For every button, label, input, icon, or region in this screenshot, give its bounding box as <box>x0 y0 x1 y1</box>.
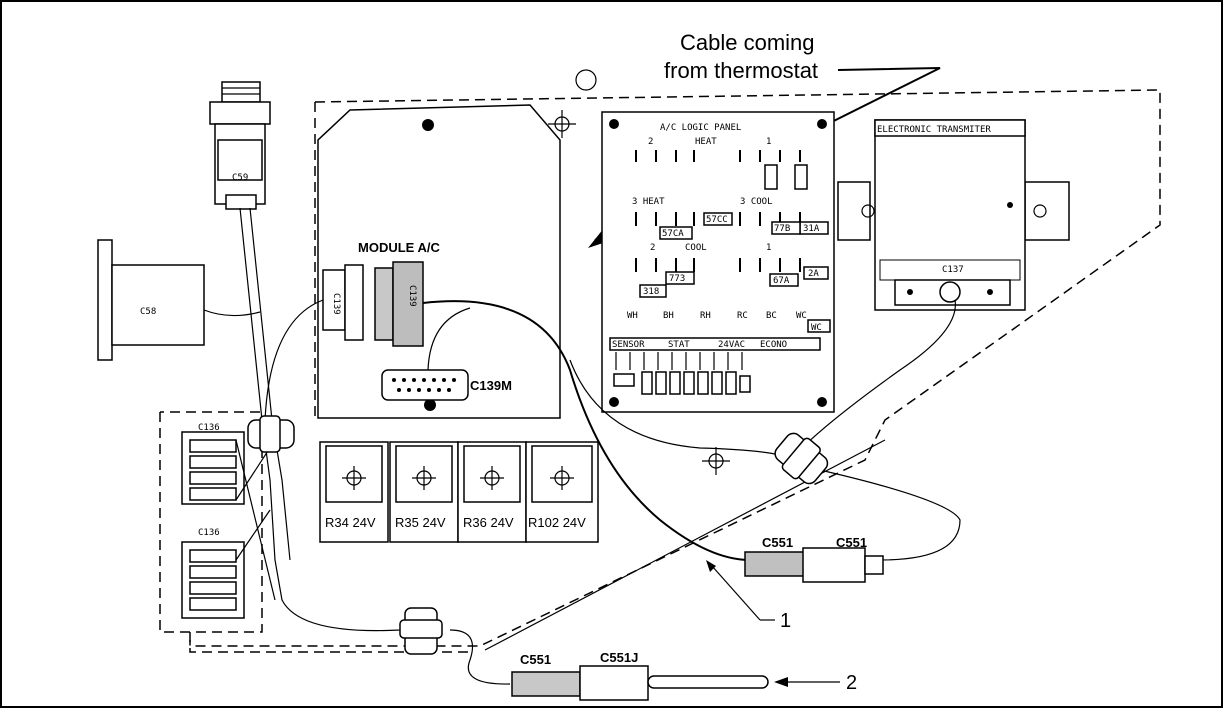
heat-label: HEAT <box>695 137 717 147</box>
heat-num-2: 2 <box>648 137 653 147</box>
relay-label: R35 24V <box>395 515 446 530</box>
relay-r35: R35 24V <box>389 441 459 543</box>
tag-wc: WC <box>811 323 822 333</box>
reference-2: 2 <box>846 672 857 694</box>
module-ac: MODULE A/C C139 C139 C139M <box>317 104 561 419</box>
terminal-bh: BH <box>663 311 674 321</box>
c551-connector-pair-upper: C551 C551 <box>744 535 884 583</box>
wiring-harness <box>203 207 961 685</box>
c59-label: C59 <box>232 173 248 183</box>
tag-57c: 57CC <box>706 215 728 225</box>
terminal-labels: WH BH RH RC BC WC <box>627 311 807 321</box>
crosshair-icon <box>702 447 730 475</box>
heat-num-1: 1 <box>766 137 771 147</box>
cable-clamp <box>247 415 295 453</box>
reference-1: 1 <box>780 610 791 632</box>
c551-label-a: C551 <box>762 535 793 550</box>
thermostat-callout: Cable coming from thermostat <box>588 30 941 248</box>
tag-318: 318 <box>643 287 659 297</box>
cool3-label: 3 COOL <box>740 197 773 207</box>
relay-r36: R36 24V <box>457 441 527 543</box>
c551j-label: C551J <box>600 650 638 665</box>
tag-57ca: 57CA <box>662 229 684 239</box>
c551-label-b: C551 <box>836 535 867 550</box>
cable-clamp <box>399 607 443 655</box>
c136-terminal-block-top: C136 <box>181 423 245 505</box>
section-24vac: 24VAC <box>718 340 745 350</box>
relay-label: R102 24V <box>528 515 586 530</box>
module-title: MODULE A/C <box>358 240 440 255</box>
c136-top-label: C136 <box>198 423 220 433</box>
terminal-rc: RC <box>737 311 748 321</box>
tag-2a: 2A <box>808 269 819 279</box>
relays: R34 24V R35 24V R36 24V R102 24V <box>319 441 599 543</box>
section-econo: ECONO <box>760 340 787 350</box>
c139-left-label: C139 <box>331 293 341 315</box>
ac-logic-panel: A/C LOGIC PANEL 2 HEAT 1 3 HEAT 3 COOL 5… <box>601 111 835 413</box>
c136-terminal-block-bottom: C136 <box>181 528 245 619</box>
relay-r34: R34 24V <box>319 441 389 543</box>
c136-label: C136 <box>198 528 220 538</box>
relay-r102: R102 24V <box>525 441 599 543</box>
terminal-wh: WH <box>627 311 638 321</box>
reference-2-leader: 2 <box>774 672 857 694</box>
relay-label: R36 24V <box>463 515 514 530</box>
cable-clamp <box>774 432 829 485</box>
terminal-rh: RH <box>700 311 711 321</box>
tag-31a: 31A <box>803 224 820 234</box>
c58-label: C58 <box>140 307 156 317</box>
section-stat: STAT <box>668 340 690 350</box>
reference-1-leader: 1 <box>706 560 791 632</box>
tag-67a: 67A <box>773 276 790 286</box>
callout-line1: Cable coming <box>680 30 815 55</box>
callout-line2: from thermostat <box>664 58 818 83</box>
section-sensor: SENSOR <box>612 340 645 350</box>
heat3-label: 3 HEAT <box>632 197 665 207</box>
tag-773: 773 <box>669 274 685 284</box>
mount-hole-icon <box>575 69 597 91</box>
c59-connector: C59 <box>209 81 271 210</box>
c137-label: C137 <box>942 265 964 275</box>
c139m-label: C139M <box>470 378 512 393</box>
cool-num-1: 1 <box>766 243 771 253</box>
c551-connector-pair-lower: C551 C551J <box>511 650 769 701</box>
logic-panel-title: A/C LOGIC PANEL <box>660 123 741 133</box>
terminal-wc: WC <box>796 311 807 321</box>
transmitter-title: ELECTRONIC TRANSMITER <box>877 125 991 135</box>
electronic-transmitter: ELECTRONIC TRANSMITER C137 <box>837 119 1070 311</box>
c58-connector: C58 <box>97 239 205 361</box>
c139-right-label: C139 <box>407 285 417 307</box>
cool-label: COOL <box>685 243 707 253</box>
relay-label: R34 24V <box>325 515 376 530</box>
cool-num-2: 2 <box>650 243 655 253</box>
terminal-bc: BC <box>766 311 777 321</box>
crosshair-icon <box>548 110 576 138</box>
c551-label-c: C551 <box>520 652 551 667</box>
tag-77b: 77B <box>774 224 790 234</box>
